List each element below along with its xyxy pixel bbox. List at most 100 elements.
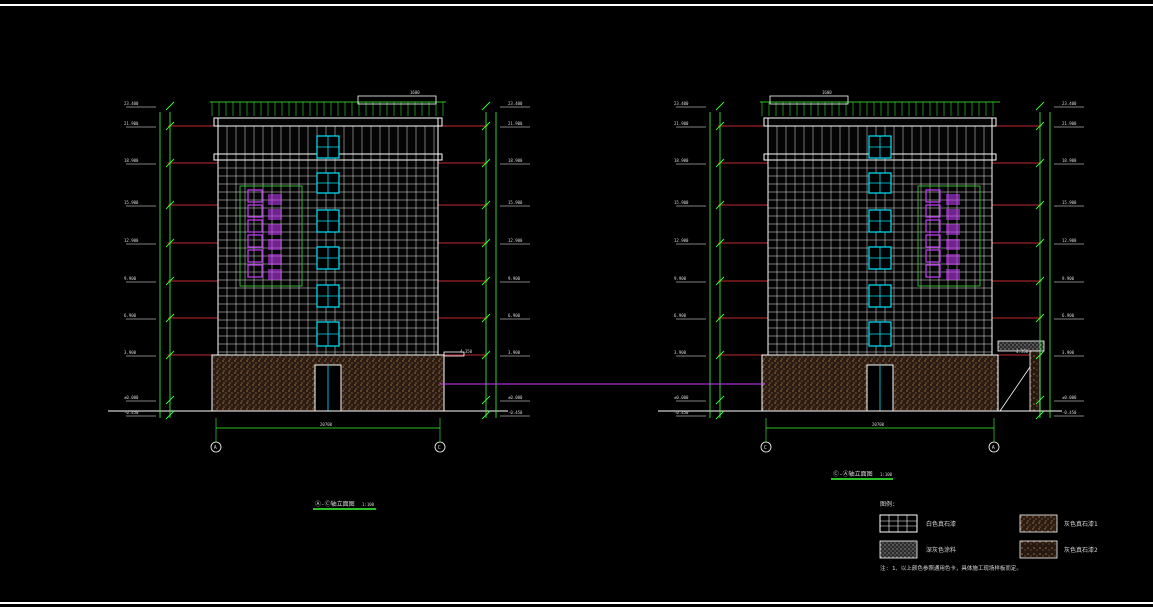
elevation-a-c: 1600 23.400 21.900 18.900 15.900 12.900 9.900 6… — [108, 90, 530, 453]
right-elevation-title-text: Ⓒ-Ⓐ轴立面图 — [833, 470, 873, 478]
right-dim-tick — [1035, 121, 1045, 131]
left-dim-tick — [165, 200, 175, 210]
left-roof-penthouse — [357, 95, 437, 105]
left-dim-tick — [165, 101, 175, 111]
left-level-label: 12.900 — [124, 238, 139, 243]
right-left-dimension-column: 23.40021.90018.90015.90012.9009.9006.900… — [674, 101, 725, 420]
left-cornice — [213, 117, 443, 127]
left-level-label: -0.450 — [508, 410, 523, 415]
left-dim-tick — [165, 350, 175, 360]
left-dim-tick — [481, 395, 491, 405]
left-signage-char-fill — [268, 209, 282, 220]
right-signage-char-fill — [946, 239, 960, 250]
right-signage-char — [925, 189, 941, 203]
right-side-canopy — [997, 340, 1045, 352]
legend-note: 注: 1、以上颜色参照通用色卡，具体施工现场样板而定。 — [880, 564, 1022, 572]
right-dim-tick — [1035, 200, 1045, 210]
left-dim-tick — [481, 158, 491, 168]
right-level-label: 23.400 — [1062, 101, 1077, 106]
legend-swatch-gray-stone-2 — [1019, 540, 1058, 559]
right-cornice — [763, 117, 997, 127]
left-dim-tick — [165, 276, 175, 286]
left-signage-char — [247, 264, 263, 278]
right-axis-bubble — [760, 441, 772, 453]
right-level-label: ±0.000 — [1062, 395, 1077, 400]
right-signage-char — [925, 234, 941, 248]
left-overall-dimension: 20700 — [320, 422, 333, 427]
left-left-dimension-column: 23.40021.90018.90015.90012.9009.9006.900… — [124, 101, 175, 420]
left-dim-tick — [165, 313, 175, 323]
right-signage-char-fill — [946, 194, 960, 205]
right-dim-tick — [715, 276, 725, 286]
right-dim-tick — [715, 350, 725, 360]
right-signage-char-fill — [946, 224, 960, 235]
left-level-label: 6.900 — [124, 313, 137, 318]
right-level-label: 9.900 — [1062, 276, 1075, 281]
left-level-label: 9.900 — [508, 276, 521, 281]
right-axis-label: A — [992, 445, 995, 451]
left-ground-floor — [108, 351, 508, 412]
right-level-label: 15.900 — [1062, 200, 1077, 205]
right-dim-tick — [715, 410, 725, 420]
left-level-label: 18.900 — [124, 158, 139, 163]
legend: 图例: 白色真石漆 灰色真石漆1 深灰色涂料 灰色真石漆2 注: 1、以上颜色参… — [879, 500, 1098, 572]
left-roof-dimension-label: 1600 — [410, 90, 420, 95]
left-signage-char-fill — [268, 194, 282, 205]
right-dim-tick — [1035, 410, 1045, 420]
left-level-label: 15.900 — [124, 200, 139, 205]
left-level-label: 3.900 — [508, 350, 521, 355]
legend-swatch-dark-gray-paint — [879, 540, 918, 559]
left-axis-label: C — [438, 445, 441, 451]
left-dim-tick — [481, 313, 491, 323]
left-dim-tick — [165, 121, 175, 131]
left-level-label: 23.400 — [508, 101, 523, 106]
left-signage-char — [247, 189, 263, 203]
right-level-label: 12.900 — [1062, 238, 1077, 243]
right-level-label: 18.900 — [674, 158, 689, 163]
right-elevation-scale: 1:100 — [880, 472, 893, 477]
right-axis-label: C — [764, 445, 767, 451]
legend-label-white-stone: 白色真石漆 — [926, 520, 956, 528]
left-signage-frame — [239, 185, 303, 287]
left-dim-tick — [481, 200, 491, 210]
left-dim-tick — [165, 158, 175, 168]
left-signage-char — [247, 249, 263, 263]
left-dim-tick — [481, 238, 491, 248]
left-signage-char — [247, 234, 263, 248]
right-signage-frame — [917, 185, 981, 287]
right-dim-tick — [715, 158, 725, 168]
right-roof-dimension-label: 1600 — [822, 90, 832, 95]
right-elevation-title: Ⓒ-Ⓐ轴立面图 1:100 — [831, 470, 893, 480]
right-right-dimension-column: 23.40021.90018.90015.90012.9009.9006.900… — [1035, 101, 1084, 420]
left-level-label: 21.900 — [124, 121, 139, 126]
right-overall-dimension: 20700 — [872, 422, 885, 427]
right-dim-tick — [715, 238, 725, 248]
left-level-label: 3.900 — [124, 350, 137, 355]
right-signage-char-fill — [946, 209, 960, 220]
left-signage-char-fill — [268, 224, 282, 235]
left-right-dimension-column: 23.40021.90018.90015.90012.9009.9006.900… — [481, 101, 530, 420]
left-dim-tick — [165, 410, 175, 420]
left-signage-char-fill — [268, 269, 282, 280]
right-signage-char — [925, 249, 941, 263]
right-level-label: -0.450 — [674, 410, 689, 415]
left-level-label: -0.450 — [124, 410, 139, 415]
left-facade-body — [213, 117, 443, 356]
right-signage-char — [925, 219, 941, 233]
right-vertical-signage — [917, 185, 981, 287]
left-elevation-scale: 1:100 — [362, 502, 375, 507]
left-level-label: 6.900 — [508, 313, 521, 318]
right-axis-bubble — [988, 441, 1000, 453]
right-dim-tick — [715, 395, 725, 405]
right-level-label: 23.400 — [674, 101, 689, 106]
right-dim-tick — [1035, 101, 1045, 111]
right-dim-tick — [715, 101, 725, 111]
left-dim-tick — [481, 121, 491, 131]
left-dim-tick — [481, 410, 491, 420]
left-dim-tick — [481, 350, 491, 360]
right-signage-char — [925, 264, 941, 278]
right-dim-tick — [715, 121, 725, 131]
